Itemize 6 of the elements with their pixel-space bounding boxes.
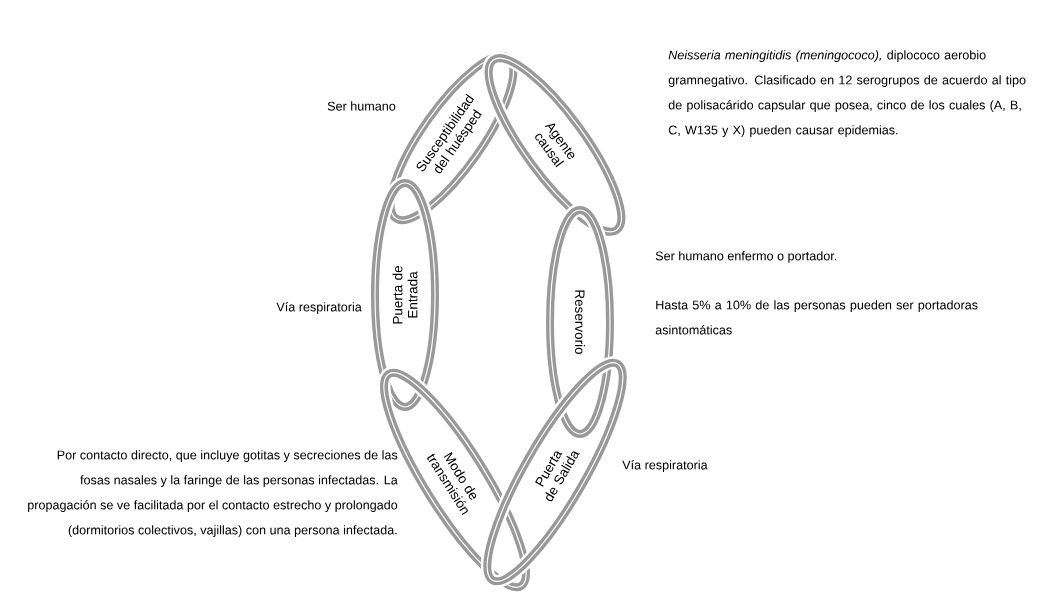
- chain-link: Puerta de Entrada: [368, 176, 442, 414]
- annotation-text: Ser humano enfermo o portador.: [655, 251, 837, 263]
- annotation-text: Hasta 5% a 10% de las personas pueden ser portadoras asintomáticas: [655, 300, 978, 335]
- annotation-text: Neisseria meningitidis (meningococo), diplococo aerobio gramnegativo. Clasificado en 12 serogrupos de acuerdo al tipo de polisacárido capsular que posea, cinco de los cuales (A, B, C, W135 y X) pueden causar epidemias.: [668, 50, 1026, 137]
- chain-link: Reservorio: [543, 203, 617, 441]
- annotation-text: Vía respiratoria: [276, 302, 362, 314]
